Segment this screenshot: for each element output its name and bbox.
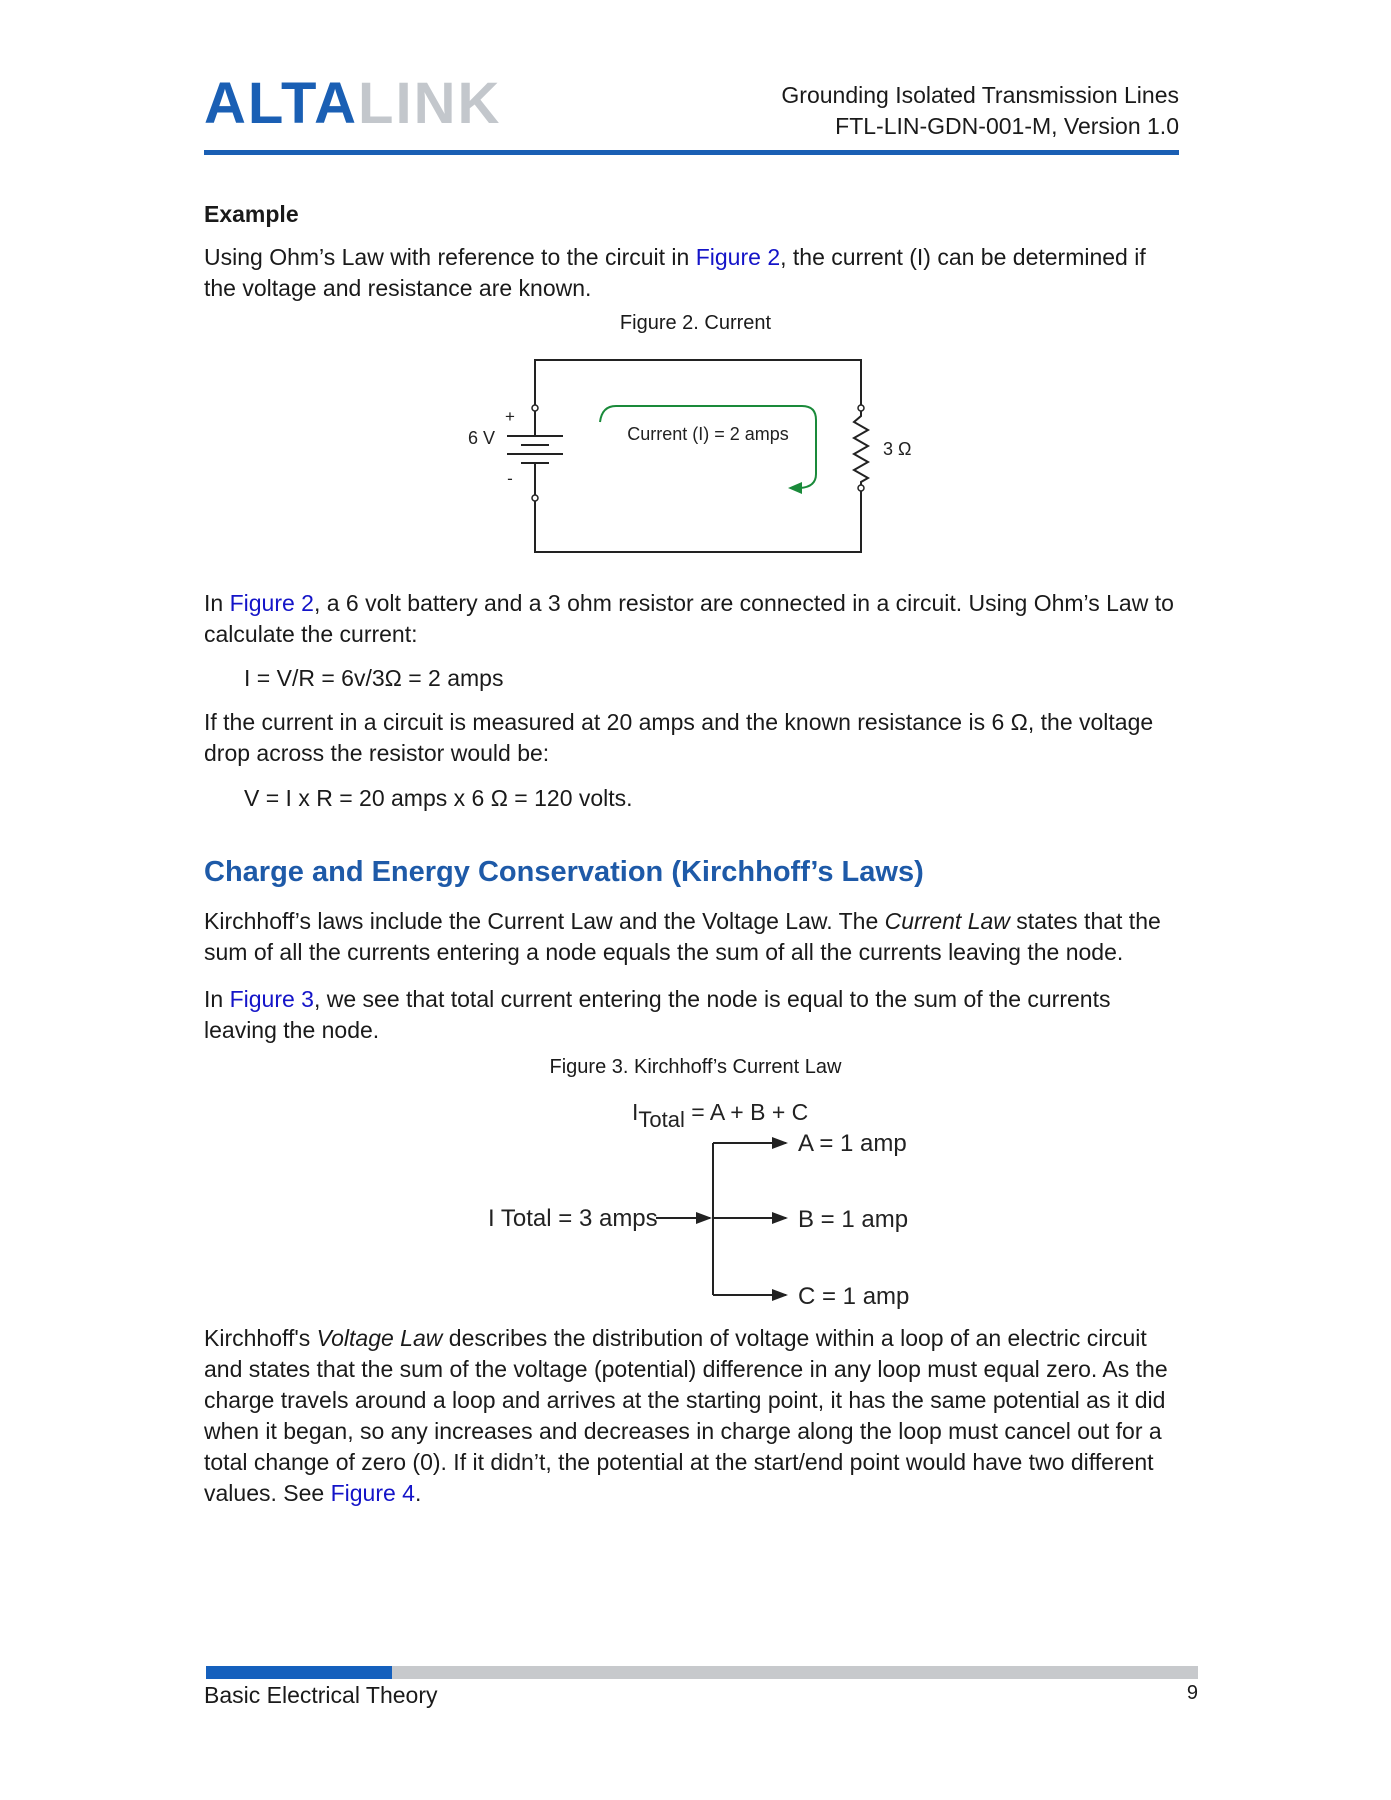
circuit-top-wire xyxy=(534,359,862,405)
text-run: describes the distribution of voltage wi… xyxy=(442,1325,1147,1351)
header-doc-id: FTL-LIN-GDN-001-M, Version 1.0 xyxy=(835,113,1179,139)
input-current-label: I Total = 3 amps xyxy=(488,1205,658,1232)
figure-4-link[interactable]: Figure 4 xyxy=(330,1480,415,1506)
current-flow-arrow xyxy=(599,405,817,489)
header-title: Grounding Isolated Transmission Lines xyxy=(781,82,1179,108)
battery-symbol xyxy=(507,404,563,502)
header-rule xyxy=(204,150,1179,155)
figure-2-caption: Figure 2. Current xyxy=(619,312,772,334)
output-c-label: C = 1 amp xyxy=(798,1283,909,1310)
figure-3-link[interactable]: Figure 3 xyxy=(229,986,314,1012)
text-emphasis: Current Law xyxy=(884,908,1010,934)
text-run: and states that the sum of the voltage (… xyxy=(204,1356,1168,1382)
text-run: , we see that total current entering the… xyxy=(313,986,1111,1012)
battery-plus-sign: + xyxy=(505,407,515,426)
current-label: Current (I) = 2 amps xyxy=(627,424,789,444)
text-run: values. See xyxy=(204,1480,331,1506)
text-run: In xyxy=(204,590,230,616)
ohms-law-equation-voltage: V = I x R = 20 amps x 6 Ω = 120 volts. xyxy=(244,785,633,811)
kirchhoff-intro-paragraph: Kirchhoff’s laws include the Current Law… xyxy=(204,906,1194,968)
figure-2-link[interactable]: Figure 2 xyxy=(695,244,781,270)
text-run: the voltage and resistance are known. xyxy=(204,275,592,301)
footer-rule xyxy=(392,1666,1198,1679)
text-run: In xyxy=(204,986,230,1012)
output-c-arrow-icon xyxy=(772,1289,788,1301)
text-run: If the current in a circuit is measured … xyxy=(204,709,1154,735)
figure-2-explanation: In Figure 2, a 6 volt battery and a 3 oh… xyxy=(204,588,1194,650)
input-arrow-icon xyxy=(696,1212,712,1224)
voltage-law-paragraph: Kirchhoff's Voltage Law describes the di… xyxy=(204,1323,1204,1509)
kirchhoff-equation: ITotal = A + B + C xyxy=(632,1099,808,1132)
text-run: Using Ohm’s Law with reference to the ci… xyxy=(204,244,696,270)
text-run: leaving the node. xyxy=(204,1017,380,1043)
output-b-label: B = 1 amp xyxy=(798,1206,908,1233)
section-heading: Charge and Energy Conservation (Kirchhof… xyxy=(204,856,924,888)
text-run: sum of all the currents entering a node … xyxy=(204,939,1124,965)
voltage-label: 6 V xyxy=(468,428,495,448)
text-run: calculate the current: xyxy=(204,621,418,647)
eq-rest: = A + B + C xyxy=(685,1099,808,1125)
text-run: total change of zero (0). If it didn’t, … xyxy=(204,1449,1154,1475)
example-heading: Example xyxy=(204,201,299,227)
resistance-label: 3 Ω xyxy=(883,439,911,459)
text-run: Kirchhoff’s laws include the Current Law… xyxy=(204,908,885,934)
text-run: Kirchhoff's xyxy=(204,1325,317,1351)
footer-title: Basic Electrical Theory xyxy=(204,1682,438,1708)
text-run: . xyxy=(414,1480,422,1506)
ohms-law-equation-current: I = V/R = 6v/3Ω = 2 amps xyxy=(244,665,504,691)
circuit-bottom-wire xyxy=(534,490,862,553)
text-run: when it began, so any increases and decr… xyxy=(204,1418,1162,1444)
resistor-symbol xyxy=(851,404,871,492)
logo-alta: ALTA xyxy=(204,71,359,136)
output-a-arrow-icon xyxy=(772,1137,788,1149)
text-run: drop across the resistor would be: xyxy=(204,740,550,766)
figure-3-caption: Figure 3. Kirchhoff’s Current Law xyxy=(549,1056,842,1078)
text-run: , a 6 volt battery and a 3 ohm resistor … xyxy=(313,590,1174,616)
logo-link: LINK xyxy=(358,71,502,136)
text-run: , the current (I) can be determined if xyxy=(780,244,1146,270)
example-paragraph: Using Ohm’s Law with reference to the ci… xyxy=(204,242,1194,304)
arrow-head-icon xyxy=(788,482,802,494)
voltage-drop-paragraph: If the current in a circuit is measured … xyxy=(204,707,1194,769)
text-emphasis: Voltage Law xyxy=(316,1325,443,1351)
figure-3-intro-paragraph: In Figure 3, we see that total current e… xyxy=(204,984,1194,1046)
output-a-label: A = 1 amp xyxy=(798,1130,907,1157)
figure-2-circuit-diagram: + - 6 V 3 Ω Current (I) = 2 amps xyxy=(468,359,911,553)
eq-subscript: Total xyxy=(638,1107,684,1132)
footer-rule-accent xyxy=(206,1666,392,1679)
eq-i: I xyxy=(632,1099,638,1125)
output-b-arrow-icon xyxy=(772,1212,788,1224)
battery-minus-sign: - xyxy=(507,469,513,488)
page-number: 9 xyxy=(1186,1682,1198,1704)
figure-3-current-law-diagram: ITotal = A + B + C I Total = 3 amps A = … xyxy=(488,1099,909,1310)
figure-2-link[interactable]: Figure 2 xyxy=(229,590,314,616)
text-run: charge travels around a loop and arrives… xyxy=(204,1387,1166,1413)
text-run: states that the xyxy=(1009,908,1161,934)
